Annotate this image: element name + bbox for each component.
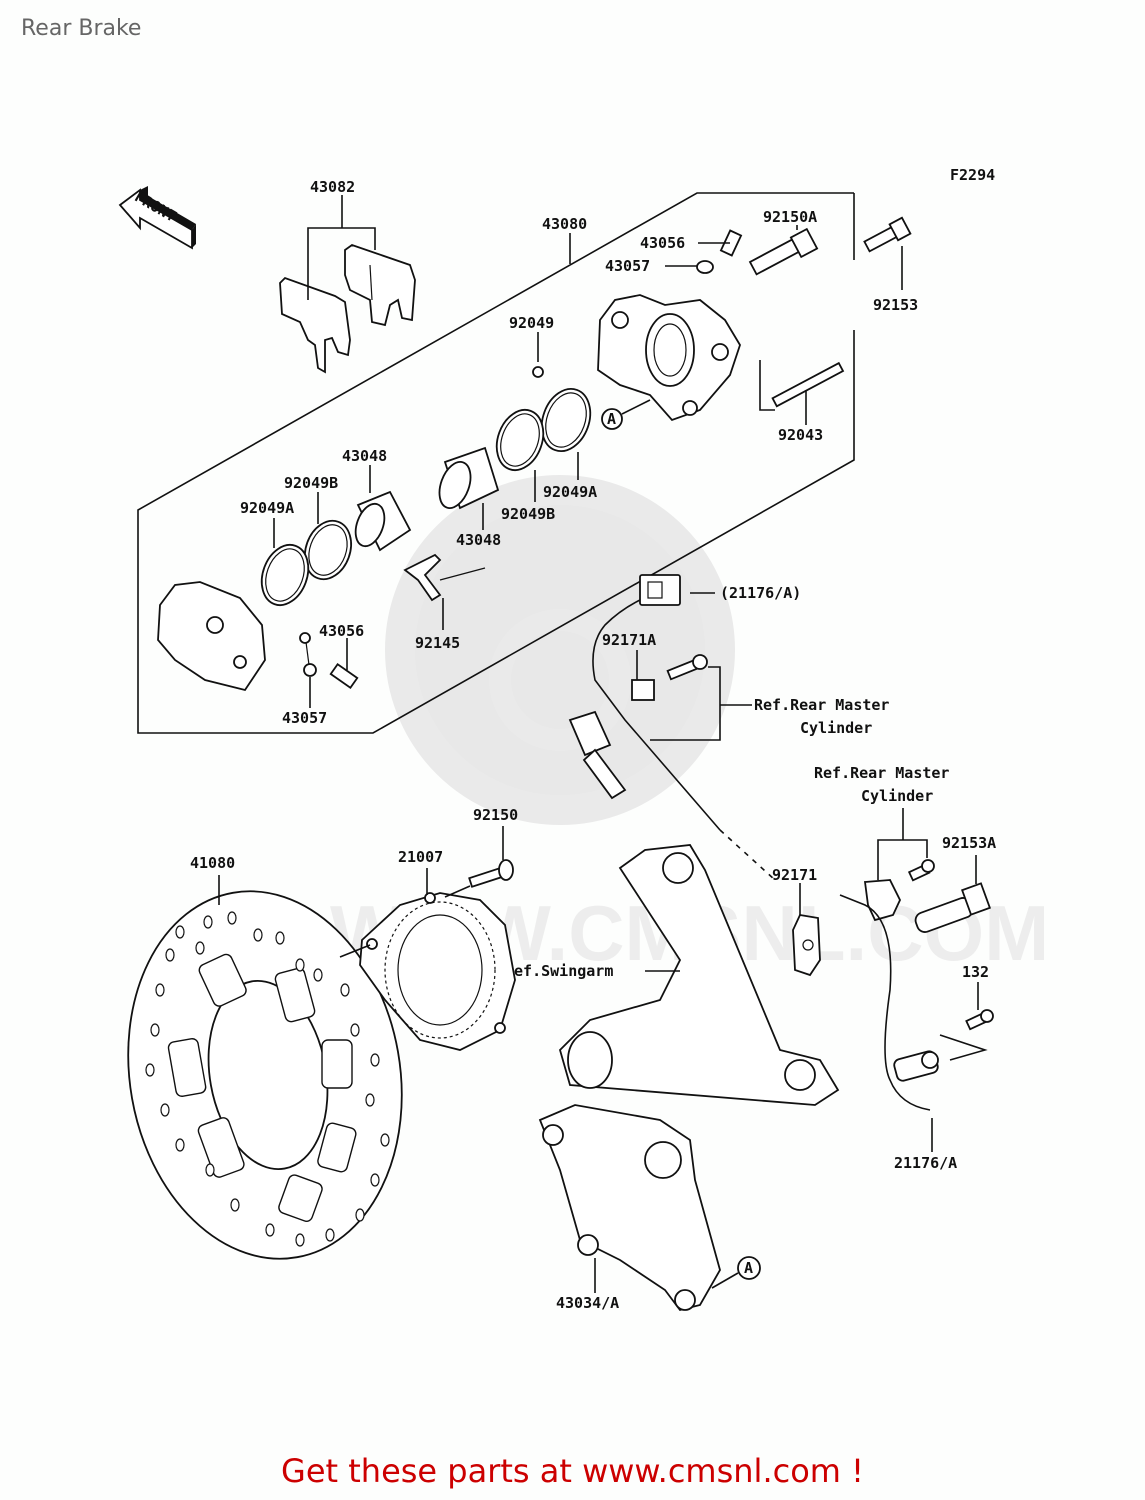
- slide-pin-92043: [771, 361, 845, 408]
- callout-92150a: 92150A: [763, 208, 817, 226]
- callout-92153: 92153: [873, 296, 918, 314]
- piston-43048-right: [438, 446, 500, 510]
- figure-code: F2294: [950, 166, 995, 184]
- swingarm-reference: [558, 844, 840, 1106]
- callout-43057-top: 43057: [605, 257, 650, 275]
- caliper-bolt-92150a: [748, 227, 819, 276]
- sensor-clamp-92171a: [631, 679, 655, 701]
- callout-92049b-left: 92049B: [284, 474, 338, 492]
- marker-a-caliper: A: [607, 410, 616, 428]
- brake-pad-inner: [279, 276, 351, 374]
- abs-sensor: [893, 1050, 939, 1082]
- abs-sensor-cable: [839, 894, 931, 1111]
- callout-92153a: 92153A: [942, 834, 996, 852]
- caliper-bracket-43034a: [538, 1104, 721, 1312]
- pad-spring-92145: [403, 553, 486, 602]
- callout-43048-right: 43048: [456, 531, 501, 549]
- marker-a-bracket: A: [744, 1259, 753, 1277]
- ref-swingarm: Ref.Swingarm: [505, 962, 613, 980]
- bracket-92171: [792, 913, 821, 977]
- callout-43080: 43080: [542, 215, 587, 233]
- callout-92049: 92049: [509, 314, 554, 332]
- caliper-bolt-92153: [863, 216, 912, 253]
- bleeder-valve-top: [719, 229, 743, 257]
- brake-disc-41080: [127, 890, 403, 1260]
- seal-92049b-right: [495, 409, 545, 471]
- callout-92150: 92150: [473, 806, 518, 824]
- callout-92145: 92145: [415, 634, 460, 652]
- rotor-bolt-92150: [468, 859, 514, 888]
- bolt-92153a: [914, 882, 991, 933]
- abs-sensor-rotor-21007: [359, 892, 516, 1051]
- front-arrow-icon: FRONT: [118, 186, 196, 250]
- callout-92049b-right: 92049B: [501, 505, 555, 523]
- callout-43057-bottom: 43057: [282, 709, 327, 727]
- page-title: Rear Brake: [21, 16, 142, 41]
- sensor-bracket-upper: [568, 710, 627, 800]
- ref-rear-master-cylinder-1-line2: Cylinder: [800, 719, 872, 737]
- ref-rear-master-cylinder-2-line1: Ref.Rear Master: [814, 764, 949, 782]
- callout-92049a-left: 92049A: [240, 499, 294, 517]
- callout-43056-top: 43056: [640, 234, 685, 252]
- seal-92049a-right: [540, 388, 592, 452]
- callout-92049a-right: 92049A: [543, 483, 597, 501]
- seal-92049b-left: [304, 519, 352, 581]
- callout-21176a-paren: (21176/A): [720, 584, 801, 602]
- callout-21176a: 21176/A: [894, 1154, 957, 1172]
- bleeder-cap-top: [696, 260, 714, 274]
- bolt-132: [965, 1009, 994, 1031]
- promo-footer-link[interactable]: Get these parts at www.cmsnl.com !: [281, 1452, 864, 1490]
- callout-41080: 41080: [190, 854, 235, 872]
- abs-sensor-connector: [592, 574, 721, 831]
- callout-43048-left: 43048: [342, 447, 387, 465]
- callout-43082: 43082: [310, 178, 355, 196]
- callout-92043: 92043: [778, 426, 823, 444]
- caliper-body-left: [157, 581, 266, 692]
- caliper-body-right: [597, 294, 741, 422]
- caliper-assembly-outline: [137, 192, 855, 734]
- seal-92049a-left: [260, 544, 310, 606]
- bleeder-valve-bottom: [329, 662, 359, 690]
- piston-43048-left: [354, 490, 412, 552]
- o-ring-92049: [532, 366, 544, 378]
- callout-21007: 21007: [398, 848, 443, 866]
- ref-rear-master-cylinder-2-line2: Cylinder: [861, 787, 933, 805]
- ref-rear-master-cylinder-1-line1: Ref.Rear Master: [754, 696, 889, 714]
- clamp-bolt-top: [666, 654, 708, 681]
- callout-92171a: 92171A: [602, 631, 656, 649]
- callout-43056-bottom: 43056: [319, 622, 364, 640]
- sensor-bracket-lower: [863, 859, 935, 922]
- brake-pad-outer: [344, 243, 416, 327]
- callout-132: 132: [962, 963, 989, 981]
- callout-43034a: 43034/A: [556, 1294, 619, 1312]
- callout-92171: 92171: [772, 866, 817, 884]
- bleeder-cap-bottom: [299, 632, 317, 677]
